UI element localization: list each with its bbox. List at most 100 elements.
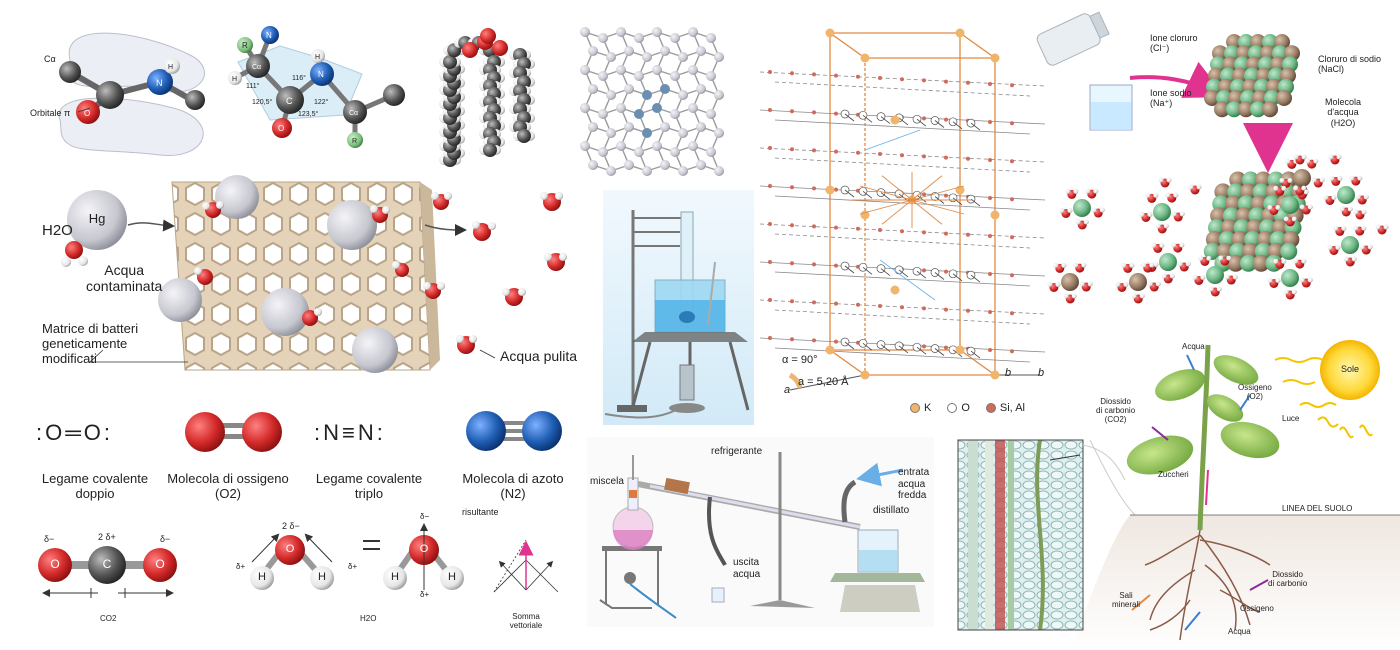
caption-oxygen-molecule: Molecola di ossigeno (O2) xyxy=(167,471,289,501)
n2-lewis-formula: :N≡N: xyxy=(314,420,386,445)
label-alpha-angle: α = 90° xyxy=(782,354,818,366)
label-sugars: Zuccheri xyxy=(1158,470,1189,479)
mercury-removal-figure xyxy=(61,175,567,373)
label-c: C xyxy=(286,96,293,106)
heating-apparatus xyxy=(603,190,754,425)
label-bacteria-matrix: Matrice di batteri geneticamente modific… xyxy=(42,321,139,366)
legend-swatch xyxy=(947,403,958,413)
caption-double-bond: Legame covalente doppio xyxy=(41,471,149,501)
h2o-h1: H xyxy=(258,571,266,583)
label-r1: R xyxy=(242,41,248,50)
folded-chain-model xyxy=(439,28,535,167)
label-ca-top: Cα xyxy=(44,54,56,64)
h2o-caption: H2O xyxy=(360,614,377,623)
co2-delta-right: δ− xyxy=(160,534,171,544)
label-sun: Sole xyxy=(1340,364,1359,374)
co2-delta-mid: 2 δ+ xyxy=(98,532,116,542)
label-soil-line: LINEA DEL SUOLO xyxy=(1282,504,1353,513)
covalent-bonds-row xyxy=(185,411,562,452)
label-condenser: refrigerante xyxy=(711,446,763,457)
label-oxygen-root: Ossigeno xyxy=(1240,604,1274,613)
h2o-h2: H xyxy=(318,571,326,583)
label-mineral-salts: Sali minerali xyxy=(1112,591,1141,610)
label-resultant: risultante xyxy=(462,507,499,517)
label-n: N xyxy=(156,78,163,88)
oxygen-atom xyxy=(76,100,100,124)
label-o: O xyxy=(84,109,90,118)
co2-o1: O xyxy=(50,557,60,571)
salt-dissolution-figure xyxy=(1036,11,1389,304)
label-cold-water-inlet: entrata acqua fredda xyxy=(898,467,930,501)
label-h1: H xyxy=(232,76,237,83)
label-ca1: Cα xyxy=(252,64,261,71)
water2-o: O xyxy=(419,543,429,555)
molecular-dipoles-row xyxy=(38,523,559,598)
axis-b-1: b xyxy=(1005,367,1012,379)
label-contaminated-water: Acqua contaminata xyxy=(86,262,163,295)
alpha-carbon-atom xyxy=(59,61,81,83)
peptide-bond-figure: R N H Cα C O N H Cα R 116° 111° 122° 120… xyxy=(228,26,405,148)
angle-5: 123,5° xyxy=(298,110,319,118)
nitrogen-atom xyxy=(147,69,173,95)
alpha-carbon-atom-2 xyxy=(185,90,205,110)
angle-3: 122° xyxy=(314,98,329,106)
label-oxygen-top: Ossigeno (O2) xyxy=(1238,383,1272,402)
clean-water-molecules xyxy=(423,192,567,354)
axis-a: a xyxy=(784,384,791,396)
label-n2: N xyxy=(318,70,324,79)
label-r2: R xyxy=(352,138,357,145)
legend-label: Si, Al xyxy=(999,402,1025,414)
label-chloride-ion: Ione cloruro (Cl⁻) xyxy=(1150,33,1198,54)
label-water-root: Acqua xyxy=(1228,627,1251,636)
h2o-delta-plus-2: δ+ xyxy=(348,562,358,571)
o2-lewis-formula: :O═O: xyxy=(36,420,114,445)
label-o: O xyxy=(278,124,284,133)
angle-2: 111° xyxy=(246,82,260,90)
label-light: Luce xyxy=(1282,414,1300,423)
plant-nutrition-figure xyxy=(1070,340,1400,650)
unit-cell-figure xyxy=(759,28,1046,391)
label-clean-water: Acqua pulita xyxy=(500,348,578,364)
label-distillate: distillato xyxy=(873,505,910,516)
oxygen-molecule-model xyxy=(185,412,282,452)
legend-label: K xyxy=(924,402,932,414)
label-lattice-parameter: a = 5,20 Å xyxy=(798,376,849,388)
caption-vector-sum: Somma vettoriale xyxy=(509,612,543,631)
label-hg: Hg xyxy=(88,211,106,226)
axis-b-2: b xyxy=(1038,367,1045,379)
label-ca2: Cα xyxy=(349,110,358,117)
co2-caption: CO2 xyxy=(100,614,117,623)
h2o-delta-plus-1: δ+ xyxy=(236,562,246,571)
angle-1: 116° xyxy=(292,74,306,82)
hydrogen-atom xyxy=(164,58,180,74)
legend-item: O xyxy=(947,402,970,414)
label-sodium-chloride: Cloruro di sodio (NaCl) xyxy=(1318,54,1382,75)
co2-c: C xyxy=(102,557,112,571)
h2o-o: O xyxy=(285,543,295,555)
nitrogen-molecule-model xyxy=(466,411,562,451)
caption-nitrogen-molecule: Molecola di azoto (N2) xyxy=(462,471,564,501)
h2o-delta-top: 2 δ− xyxy=(282,521,300,531)
sun-icon xyxy=(1320,340,1380,400)
crystal-lattice-model xyxy=(580,27,724,176)
legend-label: O xyxy=(961,402,970,414)
legend-item: Si, Al xyxy=(985,402,1025,414)
amide-orbital-figure: Cα Orbitale π O N H xyxy=(30,32,205,156)
label-orbital: Orbitale π xyxy=(30,108,70,118)
label-water-outlet: uscita acqua xyxy=(733,557,761,580)
legend-swatch xyxy=(985,403,996,413)
label-water-molecule: Molecola d'acqua (H2O) xyxy=(1325,97,1362,128)
legend-item: K xyxy=(910,402,931,414)
label-h2: H xyxy=(315,54,320,61)
water2-delta-bottom: δ+ xyxy=(420,590,430,599)
label-water-top: Acqua xyxy=(1182,342,1205,351)
crystal-legend: K O Si, Al xyxy=(910,402,1025,414)
label-carbon-dioxide-root: Diossido di carbonio xyxy=(1268,570,1308,589)
angle-4: 120,5° xyxy=(252,98,273,106)
carbon-atom xyxy=(96,81,124,109)
distillation-apparatus xyxy=(587,437,934,627)
mercury-atom xyxy=(67,190,127,250)
label-h2o: H2O xyxy=(42,222,73,239)
water2-delta-top: δ− xyxy=(420,512,430,521)
